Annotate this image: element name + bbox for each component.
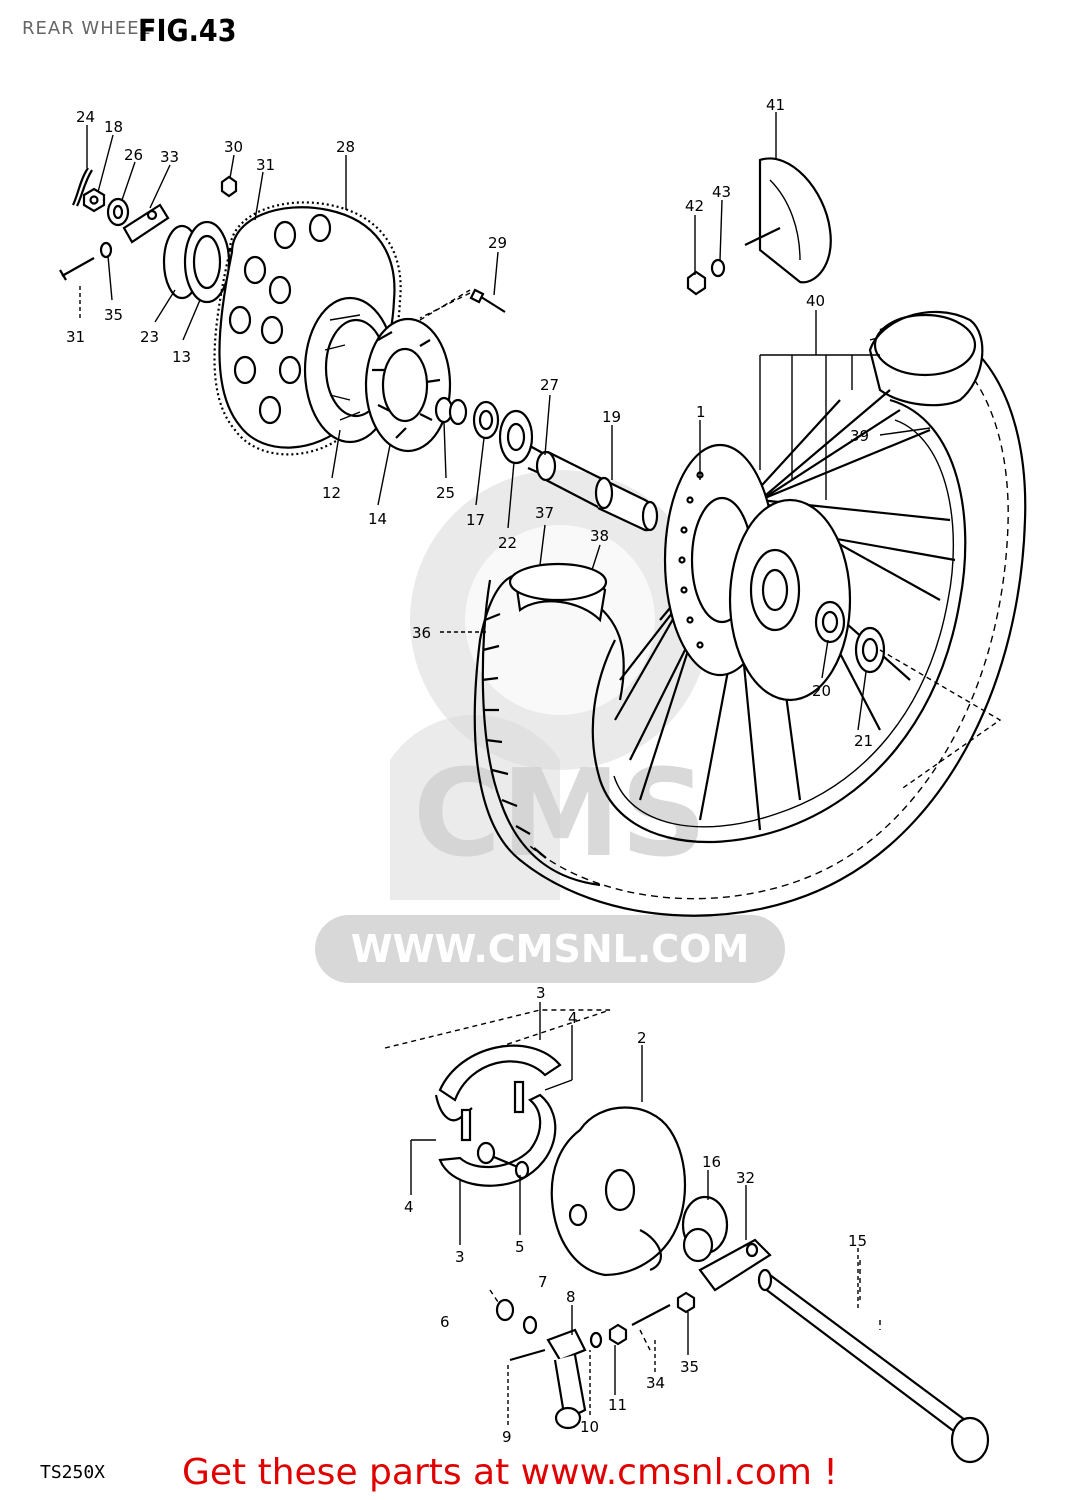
callout: 40 <box>806 292 825 310</box>
callout: 6 <box>440 1313 450 1331</box>
callout: 11 <box>608 1396 627 1414</box>
callout: 28 <box>336 138 355 156</box>
callout: 36 <box>412 624 431 642</box>
callout: 33 <box>160 148 179 166</box>
callout: 15 <box>848 1232 867 1250</box>
callout: 32 <box>736 1169 755 1187</box>
sprocket-hardware <box>59 167 268 304</box>
callout: 27 <box>540 376 559 394</box>
callout: 34 <box>646 1374 665 1392</box>
callout: 24 <box>76 108 95 126</box>
callout: 37 <box>535 504 554 522</box>
callout: 41 <box>766 96 785 114</box>
callout: 17 <box>466 511 485 529</box>
cmsnl-watermark: CMS WWW.CMSNL.COM <box>315 470 785 983</box>
callout: 30 <box>224 138 243 156</box>
callout: 1 <box>696 403 706 421</box>
callout: 38 <box>590 527 609 545</box>
callout: 10 <box>580 1418 599 1436</box>
callout: 2 <box>637 1029 647 1047</box>
callout: 21 <box>854 732 873 750</box>
callout: 25 <box>436 484 455 502</box>
callout: 42 <box>685 197 704 215</box>
callout: 3 <box>536 984 546 1002</box>
callout-leaders <box>79 112 931 1425</box>
callout: 26 <box>124 146 143 164</box>
callout: 31 <box>66 328 85 346</box>
watermark-url: WWW.CMSNL.COM <box>351 927 750 971</box>
callout: 5 <box>515 1238 525 1256</box>
brake-assembly <box>384 1009 990 1464</box>
figure-number: FIG.43 <box>138 14 237 49</box>
callout: 35 <box>680 1358 699 1376</box>
model-code: TS250X <box>40 1462 106 1483</box>
callout: 7 <box>538 1273 548 1291</box>
cush-damper <box>364 317 452 453</box>
callout: 16 <box>702 1153 721 1171</box>
callout: 3 <box>455 1248 465 1266</box>
callout: 43 <box>712 183 731 201</box>
callout: 4 <box>568 1009 578 1027</box>
section-title: REAR WHEEL <box>22 18 151 39</box>
get-parts-link[interactable]: Get these parts at www.cmsnl.com ! <box>182 1452 838 1493</box>
callout: 8 <box>566 1288 576 1306</box>
rear-wheel-assembly <box>419 157 1027 917</box>
callout: 13 <box>172 348 191 366</box>
callout: 4 <box>404 1198 414 1216</box>
callout: 14 <box>368 510 387 528</box>
callout: 23 <box>140 328 159 346</box>
callout: 20 <box>812 682 831 700</box>
callout: 31 <box>256 156 275 174</box>
callout: 29 <box>488 234 507 252</box>
callout: 39 <box>850 427 869 445</box>
callout: 12 <box>322 484 341 502</box>
callout: 35 <box>104 306 123 324</box>
watermark-logo: CMS <box>413 745 707 884</box>
callout: 22 <box>498 534 517 552</box>
callout: 19 <box>602 408 621 426</box>
callout-numbers: 24 18 26 33 30 31 28 29 41 42 43 31 35 2… <box>66 96 873 1446</box>
callout: 9 <box>502 1428 512 1446</box>
callout: 18 <box>104 118 123 136</box>
